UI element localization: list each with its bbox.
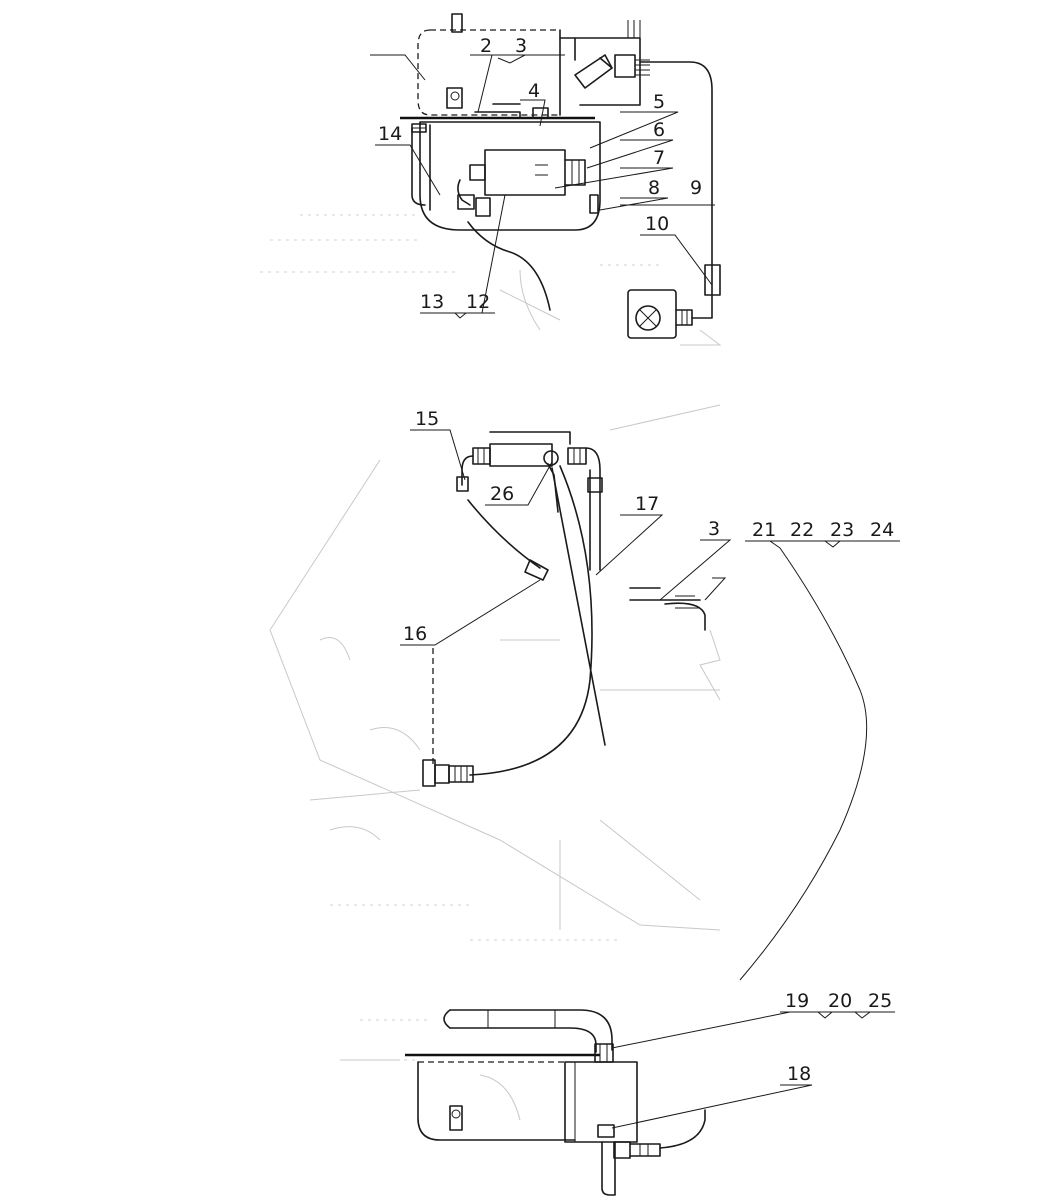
label-2: 2: [480, 35, 492, 57]
label-23: 23: [830, 519, 854, 541]
callout-labels: 2 3 4 5 6 7 8 9 10 12 13 14 15 16 17 3 2…: [378, 35, 894, 1085]
filter-element: [614, 54, 636, 78]
label-14: 14: [378, 123, 402, 145]
label-13: 13: [420, 291, 444, 313]
breather-cap-lower: [446, 87, 463, 109]
label-26: 26: [490, 483, 514, 505]
label-24: 24: [870, 519, 894, 541]
label-15: 15: [415, 408, 439, 430]
label-21: 21: [752, 519, 776, 541]
bottom-assembly: [340, 1009, 706, 1196]
valve-block: [484, 149, 566, 196]
label-19: 19: [785, 990, 809, 1012]
faint-background-lines: [260, 214, 721, 1061]
label-16: 16: [403, 623, 427, 645]
label-8: 8: [648, 177, 660, 199]
label-18: 18: [787, 1063, 811, 1085]
label-12: 12: [466, 291, 490, 313]
pump-block: [627, 289, 677, 339]
label-20: 20: [828, 990, 852, 1012]
label-3-middle: 3: [708, 518, 720, 540]
breather-cap-top: [451, 13, 463, 33]
label-17: 17: [635, 493, 659, 515]
top-assembly: [400, 13, 722, 346]
label-10: 10: [645, 213, 669, 235]
label-9: 9: [690, 177, 702, 199]
leader-lines: [370, 54, 900, 1129]
middle-assembly: [309, 431, 868, 981]
bottom-cylinder-head: [564, 1061, 638, 1143]
lower-housing: [419, 121, 601, 231]
label-22: 22: [790, 519, 814, 541]
label-4: 4: [528, 80, 540, 102]
label-7: 7: [653, 147, 665, 169]
middle-cylinder: [489, 443, 553, 467]
label-25: 25: [868, 990, 892, 1012]
label-3: 3: [515, 35, 527, 57]
label-5: 5: [653, 91, 665, 113]
label-6: 6: [653, 119, 665, 141]
